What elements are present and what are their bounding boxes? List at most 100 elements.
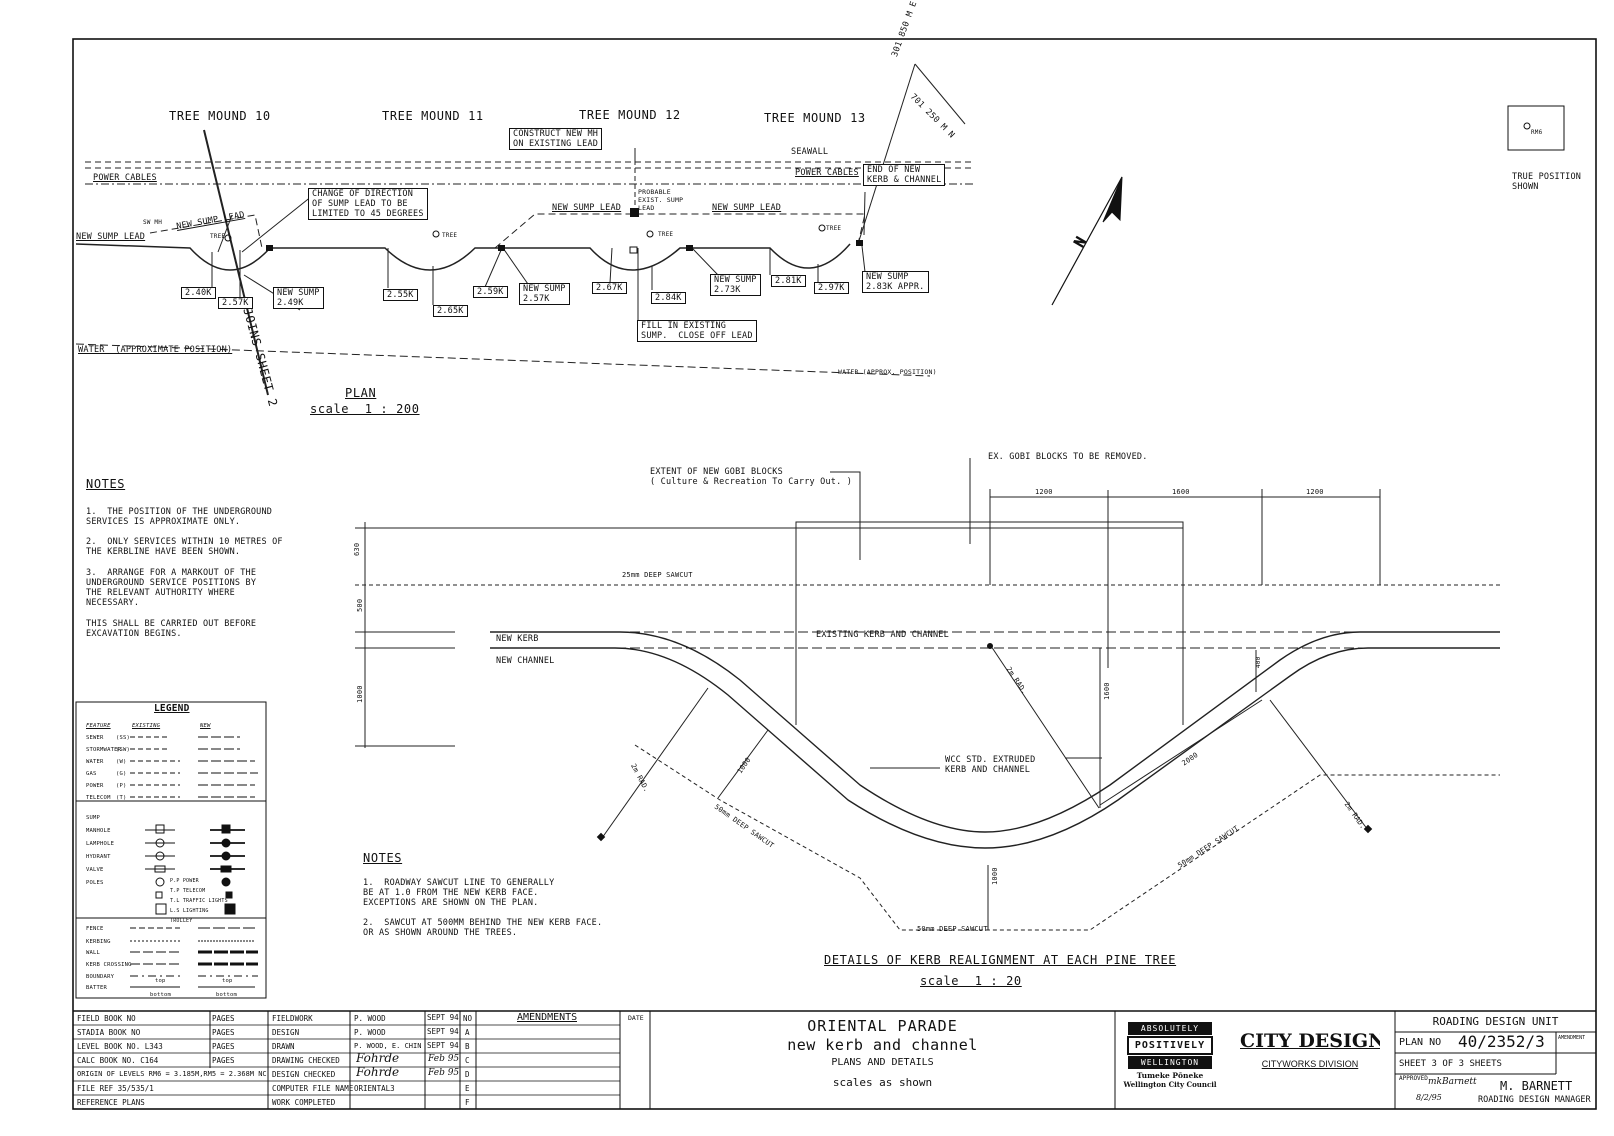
approved-label: APPROVED — [1399, 1075, 1428, 1082]
legend-lines — [130, 736, 258, 988]
note-4: THIS SHALL BE CARRIED OUT BEFORE EXCAVAT… — [86, 619, 257, 639]
legend-top-new: top — [222, 978, 233, 984]
level-2-40: 2.40K — [181, 287, 216, 299]
tb-computer-file-name: ORIENTAL3 — [354, 1084, 395, 1093]
legend-bottom-new: bottom — [216, 992, 238, 998]
tb-level-book: LEVEL BOOK NO. L343 — [77, 1042, 163, 1051]
note-1: 1. THE POSITION OF THE UNDERGROUND SERVI… — [86, 507, 273, 527]
dim-1000-bottom: 1000 — [991, 867, 999, 885]
level-2-81: 2.81K — [771, 275, 806, 287]
construct-mh-callout: CONSTRUCT NEW MH ON EXISTING LEAD — [509, 128, 603, 150]
water-label-left: WATER (APPROXIMATE POSITION) — [78, 345, 233, 355]
gobi-ex-label: EX. GOBI BLOCKS TO BE REMOVED. — [988, 452, 1148, 462]
plan-scale: scale 1 : 200 — [310, 402, 420, 416]
legend-valve: VALVE — [86, 867, 104, 873]
legend-header-existing: EXISTING — [132, 723, 161, 729]
roading-design-unit: ROADING DESIGN UNIT — [1432, 1015, 1559, 1028]
sheet-count: SHEET 3 OF 3 SHEETS — [1399, 1059, 1502, 1069]
tb-design: DESIGN — [272, 1028, 300, 1037]
tree-symbols — [224, 224, 826, 242]
dim-1600: 1600 — [1172, 488, 1190, 496]
tb-date-header: DATE — [628, 1014, 644, 1022]
legend-lamphole: LAMPHOLE — [86, 841, 115, 847]
tb-no-header: NO — [463, 1014, 473, 1023]
tb-rev-a: A — [465, 1028, 470, 1037]
tree-mound-11: TREE MOUND 11 — [382, 109, 484, 123]
legend-title: LEGEND — [154, 703, 190, 714]
tb-drawn: DRAWN — [272, 1042, 295, 1051]
new-sump-2-49: NEW SUMP 2.49K — [273, 287, 324, 309]
sawcut-50-bottom: 50mm DEEP SAWCUT — [917, 925, 988, 933]
tb-drawing-checked: DRAWING CHECKED — [272, 1056, 340, 1065]
legend-header-feature: FEATURE — [86, 723, 111, 729]
tb-fieldwork-name: P. WOOD — [354, 1014, 386, 1023]
rm6-label: RM6 — [1531, 129, 1543, 136]
title-block-rows — [73, 1024, 620, 1096]
approved-signature: mkBarnett — [1428, 1077, 1477, 1087]
legend-power: POWER — [86, 783, 104, 789]
manager-title: ROADING DESIGN MANAGER — [1478, 1095, 1591, 1105]
tb-level-pages: PAGES — [212, 1042, 235, 1051]
tb-design-checked-date: Feb 95 — [428, 1068, 460, 1078]
legend-poles: POLES — [86, 880, 104, 886]
new-kerb-label: NEW KERB — [496, 634, 539, 644]
power-cables-left: POWER CABLES — [93, 173, 157, 183]
dim-400: 400 — [1255, 656, 1262, 668]
sawcut-25-label: 25mm DEEP SAWCUT — [622, 571, 693, 579]
approved-date: 8/2/95 — [1416, 1093, 1442, 1102]
legend-water-code: (W) — [116, 759, 127, 765]
project-title: ORIENTAL PARADE — [807, 1017, 958, 1035]
legend-kerb-crossing: KERB CROSSING — [86, 962, 132, 968]
plan-lines — [75, 63, 975, 396]
dim-500: 500 — [356, 598, 364, 612]
tb-stadia-book: STADIA BOOK NO — [77, 1028, 141, 1037]
wcc-kerb-label: WCC STD. EXTRUDED KERB AND CHANNEL — [945, 755, 1036, 775]
level-2-65: 2.65K — [433, 305, 468, 317]
end-kerb-callout: END OF NEW KERB & CHANNEL — [863, 164, 946, 186]
tb-calc-pages: PAGES — [212, 1056, 235, 1065]
tree-mound-10: TREE MOUND 10 — [169, 109, 271, 123]
legend-pole-types: P.P POWER T.P TELECOM T.L TRAFFIC LIGHTS… — [170, 878, 228, 924]
level-2-67: 2.67K — [592, 282, 627, 294]
sump-lead-label-1: NEW SUMP LEAD — [76, 232, 146, 242]
tb-rev-f: F — [465, 1098, 470, 1107]
new-sump-2-83: NEW SUMP 2.83K APPR. — [862, 271, 929, 293]
legend-frame — [75, 701, 267, 999]
tb-design-checked: DESIGN CHECKED — [272, 1070, 336, 1079]
legend-boundary: BOUNDARY — [86, 974, 115, 980]
legend-stormwater: STORMWATER — [86, 747, 122, 753]
notes-title: NOTES — [86, 477, 126, 491]
tb-field-book: FIELD BOOK NO — [77, 1014, 136, 1023]
logo-positively: POSITIVELY — [1134, 1040, 1206, 1051]
power-cables-right: POWER CABLES — [795, 168, 859, 178]
legend-top-existing: top — [155, 978, 166, 984]
legend-header-new: NEW — [200, 723, 211, 729]
probable-lead-label: PROBABLE EXIST. SUMP LEAD — [638, 188, 684, 212]
sw-mh-label: SW MH — [143, 219, 163, 226]
new-sump-2-73: NEW SUMP 2.73K — [710, 274, 761, 296]
level-2-59: 2.59K — [473, 286, 508, 298]
dim-1200-b: 1200 — [1306, 488, 1324, 496]
legend-sump: SUMP — [86, 815, 101, 821]
new-channel-label: NEW CHANNEL — [496, 656, 555, 666]
dim-1600-vert: 1600 — [1103, 682, 1111, 700]
tb-file-ref: FILE REF 35/535/1 — [77, 1084, 154, 1093]
tb-drawn-date: SEPT 94 — [427, 1041, 459, 1050]
tb-design-date: SEPT 94 — [427, 1027, 459, 1036]
tb-work-completed: WORK COMPLETED — [272, 1098, 336, 1107]
legend-batter: BATTER — [86, 985, 108, 991]
tb-drawing-checked-signature: Fohrde — [356, 1052, 400, 1065]
detail-title: DETAILS OF KERB REALIGNMENT AT EACH PINE… — [824, 953, 1177, 967]
notes-detail-title: NOTES — [363, 851, 403, 865]
legend-fence: FENCE — [86, 926, 104, 932]
tb-origin-levels: ORIGIN OF LEVELS RM6 = 3.185M,RM5 = 2.36… — [77, 1070, 267, 1078]
legend-wall: WALL — [86, 950, 101, 956]
plan-title: PLAN — [345, 386, 377, 400]
tb-drawn-name: P. WOOD, E. CHIN — [354, 1042, 422, 1050]
true-position-note: TRUE POSITION SHOWN — [1512, 172, 1582, 192]
legend-sewer: SEWER — [86, 735, 104, 741]
tb-fieldwork-date: SEPT 94 — [427, 1013, 459, 1022]
project-type: PLANS AND DETAILS — [831, 1057, 934, 1068]
cityworks-division: CITYWORKS DIVISION — [1261, 1059, 1359, 1069]
